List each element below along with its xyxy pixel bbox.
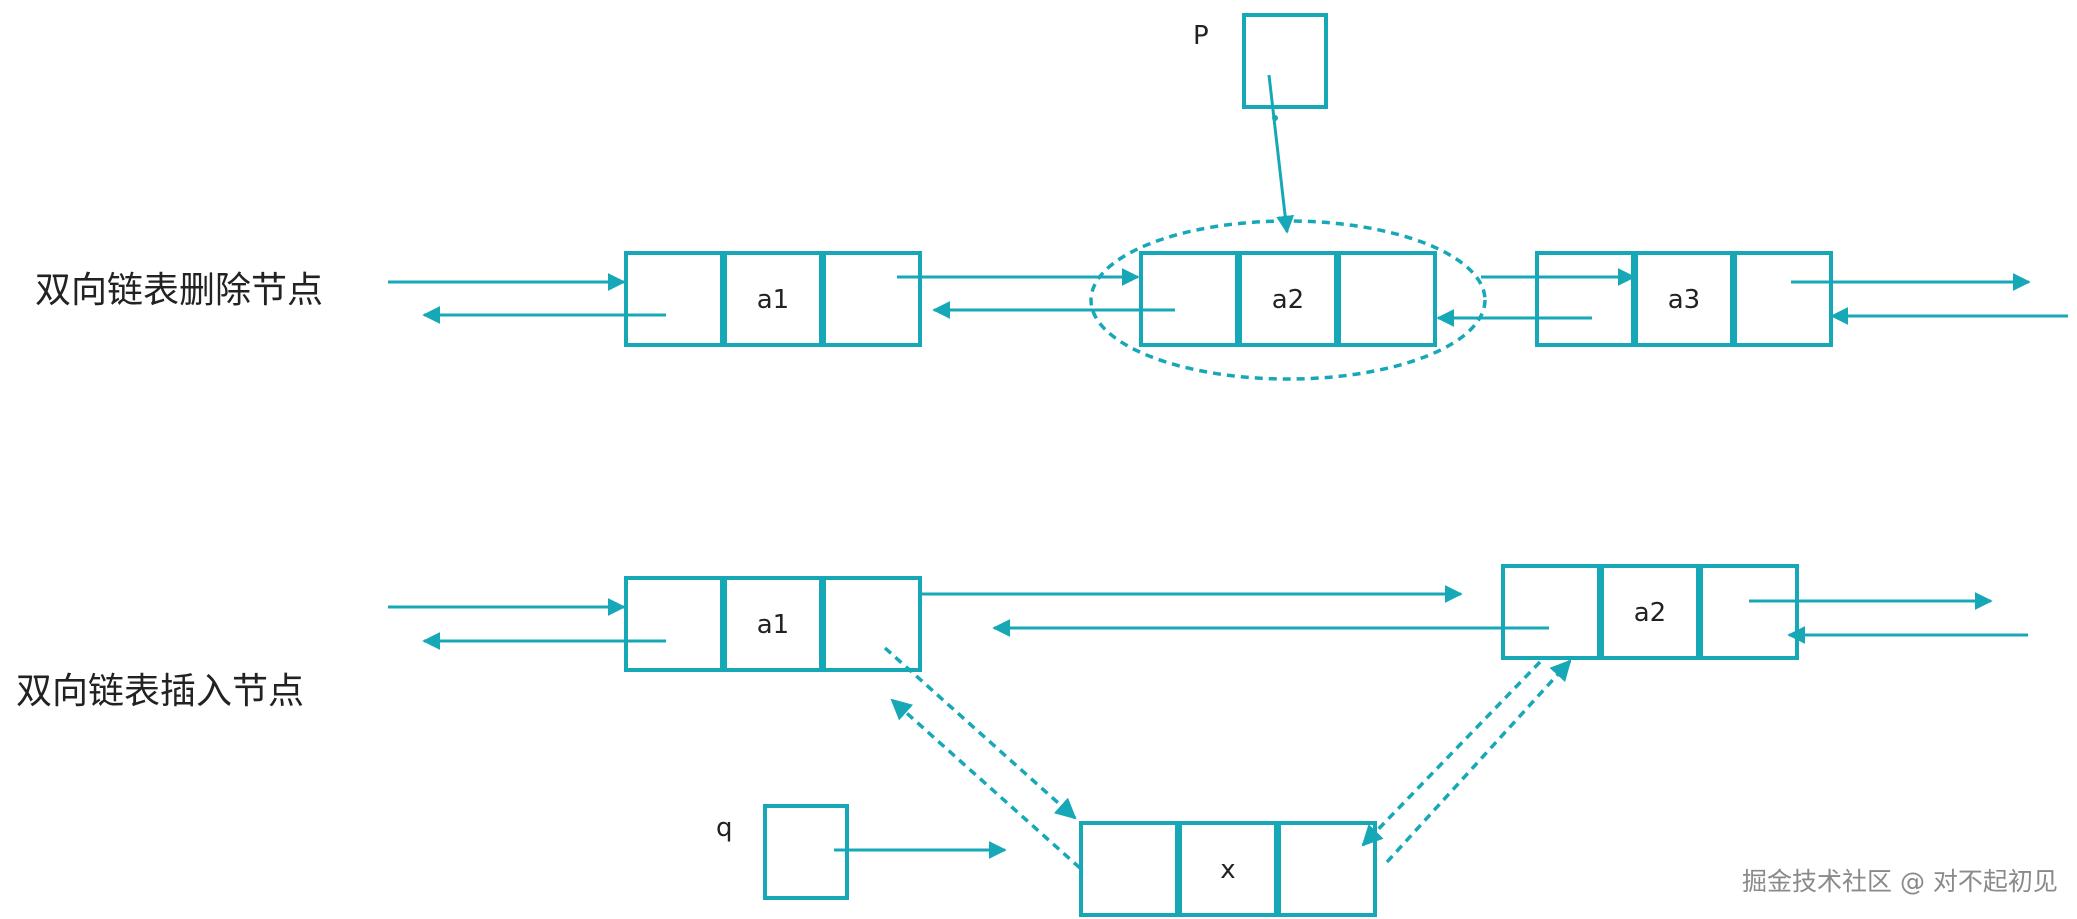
node-label: a2 (1272, 285, 1304, 315)
a1-to-x-dashed-arrow (883, 646, 1077, 820)
node-label: a3 (1668, 285, 1700, 315)
x-to-a2-dashed-arrow (1385, 659, 1572, 864)
watermark-text: 掘金技术社区 @ 对不起初见 (1742, 867, 2058, 896)
node-next-cell (1733, 251, 1833, 347)
node-next-cell (1699, 564, 1799, 660)
node-next-cell (822, 251, 922, 347)
node-label: x (1220, 855, 1235, 885)
node-data-cell (1600, 564, 1700, 660)
node-next-cell (1337, 251, 1437, 347)
node-label: a1 (757, 285, 789, 315)
insert-node-a2: a2 (1501, 564, 1799, 660)
pointer-q-label: q (716, 813, 733, 843)
node-prev-cell (1535, 251, 1635, 347)
insert-node-a1: a1 (624, 576, 922, 672)
x-to-a1-dashed-arrow (890, 698, 1082, 870)
node-data-cell (1634, 251, 1734, 347)
node-data-cell (1238, 251, 1338, 347)
a2-to-x-dashed-arrow (1361, 660, 1542, 847)
node-label: a1 (757, 610, 789, 640)
node-data-cell (723, 576, 823, 672)
delete-node-a3: a3 (1535, 251, 1833, 347)
pointer-q-box (763, 804, 849, 900)
node-next-cell (822, 576, 922, 672)
node-data-cell (1178, 821, 1278, 917)
node-prev-cell (624, 576, 724, 672)
delete-node-a2: a2 (1139, 251, 1437, 347)
node-prev-cell (624, 251, 724, 347)
pointer-p-arrow (1267, 74, 1295, 234)
node-next-cell (1277, 821, 1377, 917)
pointer-p-label: P (1193, 21, 1209, 51)
insert-node-x: x (1079, 821, 1377, 917)
node-prev-cell (1139, 251, 1239, 347)
delete-node-a1: a1 (624, 251, 922, 347)
node-prev-cell (1501, 564, 1601, 660)
pointer-p-box (1242, 13, 1328, 109)
node-prev-cell (1079, 821, 1179, 917)
node-label: a2 (1634, 598, 1666, 628)
delete-highlight-ellipse (1089, 219, 1487, 381)
insert-section-title: 双向链表插入节点 (16, 671, 304, 712)
node-data-cell (723, 251, 823, 347)
pointer-p-dot (1272, 115, 1278, 121)
delete-section-title: 双向链表删除节点 (35, 270, 323, 311)
